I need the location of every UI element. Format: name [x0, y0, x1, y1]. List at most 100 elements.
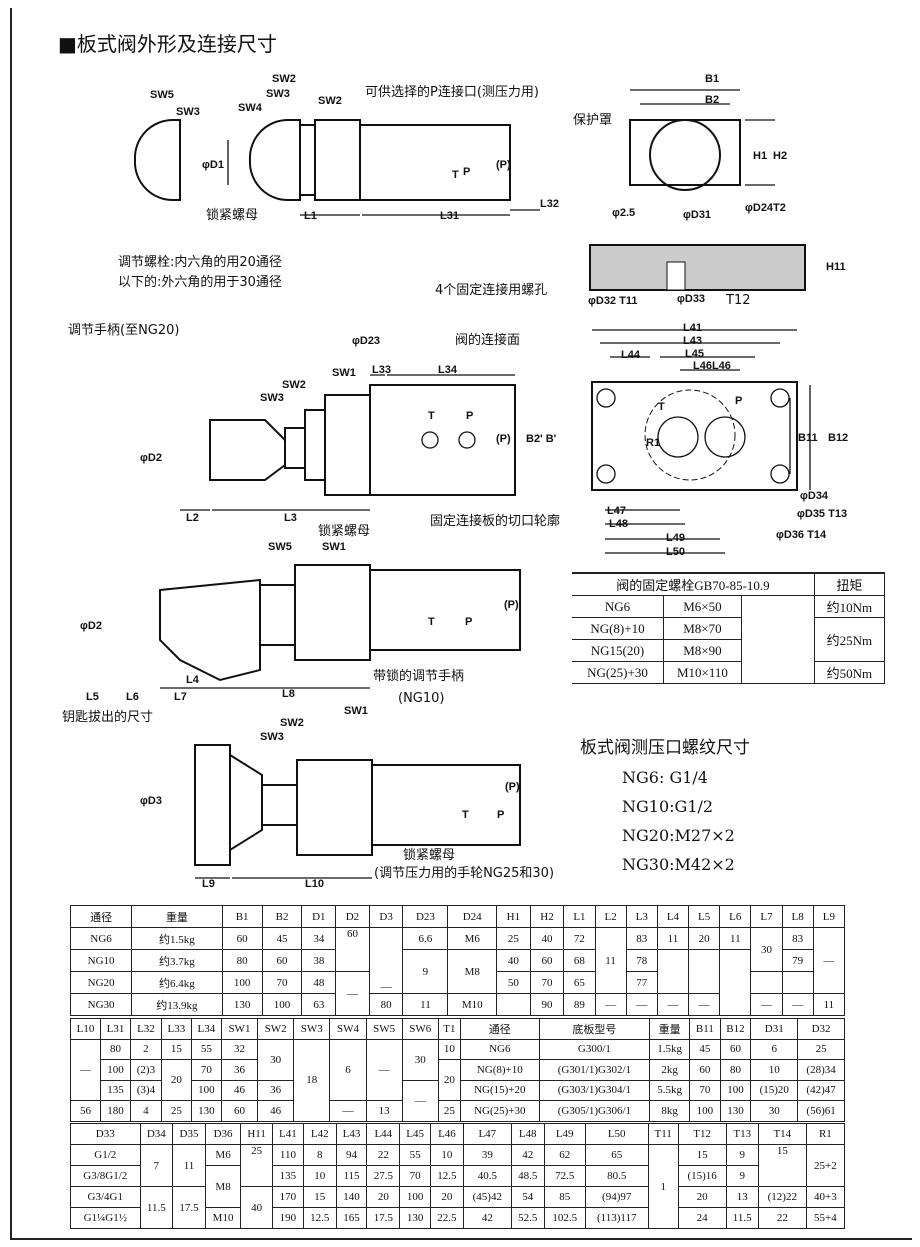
- table-cell: 100: [100, 1059, 131, 1081]
- label: L2: [186, 512, 199, 524]
- table-cell: 80: [221, 949, 263, 972]
- table-cell: 100: [261, 993, 303, 1016]
- table-cell: 68: [563, 949, 596, 972]
- label: φD3: [140, 795, 162, 807]
- cell: 约50Nm: [814, 661, 886, 684]
- column-header: L32: [130, 1018, 162, 1040]
- table-cell: G1/2: [70, 1144, 141, 1166]
- table-cell: 140: [335, 1186, 368, 1208]
- table-cell: 40: [529, 927, 565, 950]
- column-header: R1: [805, 1123, 846, 1145]
- table-cell: NG6: [69, 927, 133, 950]
- table-cell: 48.5: [510, 1165, 545, 1187]
- label: L33: [372, 364, 391, 376]
- label: (调节压力用的手轮NG25和30): [374, 865, 554, 881]
- table-cell: G3/4G1: [70, 1186, 141, 1208]
- column-header: L6: [719, 905, 752, 928]
- cell: NG(25)+30: [572, 661, 664, 684]
- table-cell: 12.5: [302, 1207, 337, 1229]
- valve-drawing-4: [194, 744, 521, 879]
- table-cell: 30: [401, 1038, 439, 1081]
- table-cell: G3/8G1/2: [70, 1165, 141, 1187]
- table-cell: 89: [563, 993, 596, 1016]
- table-cell: 77: [625, 971, 658, 994]
- label: 以下的:外六角的用于30通径: [118, 274, 282, 290]
- label: 钥匙拔出的尺寸: [62, 709, 153, 725]
- table-cell: NG30: [69, 993, 133, 1016]
- table-cell: 70: [529, 971, 565, 994]
- table-cell: 110: [272, 1144, 304, 1166]
- table-cell: 27.5: [366, 1165, 401, 1187]
- column-header: L46: [429, 1123, 464, 1145]
- table-cell: 9: [402, 949, 449, 994]
- table-cell: 100: [719, 1079, 752, 1101]
- table-cell: 20: [437, 1059, 461, 1101]
- label: (P): [504, 599, 519, 611]
- table-cell: 6: [750, 1038, 799, 1060]
- table-cell: 80: [368, 993, 404, 1016]
- column-header: D1: [301, 905, 337, 928]
- table-cell: 60: [529, 949, 565, 972]
- label: SW2: [272, 73, 296, 85]
- bolt-header: 阀的固定螺栓GB70-85-10.9: [572, 572, 815, 596]
- label: 保护罩: [573, 113, 612, 128]
- table-cell: [656, 949, 690, 994]
- table-cell: 70: [689, 1079, 721, 1101]
- table-cell: 20: [688, 927, 721, 950]
- label: B1: [705, 73, 719, 85]
- column-header: L31: [100, 1018, 131, 1040]
- table-cell: 55+4: [805, 1207, 846, 1229]
- table-cell: (G301/1)G302/1: [538, 1059, 651, 1081]
- column-header: L42: [302, 1123, 337, 1145]
- column-header: SW1: [220, 1018, 259, 1040]
- table-cell: 25: [240, 1144, 274, 1187]
- table-cell: 72: [563, 927, 596, 950]
- table-cell: 25: [797, 1038, 845, 1060]
- label: L47: [607, 505, 626, 517]
- table-cell: 36: [220, 1059, 259, 1081]
- label: (NG10): [398, 691, 444, 706]
- label: T: [658, 401, 665, 413]
- table-cell: (94)97: [584, 1186, 649, 1208]
- table-cell: 180: [100, 1100, 131, 1122]
- label: 锁紧螺母: [318, 523, 370, 539]
- label: (P): [496, 159, 511, 171]
- table-cell: 13: [365, 1100, 403, 1122]
- column-header: D24: [447, 905, 498, 928]
- table-cell: (G305/1)G306/1: [538, 1100, 651, 1122]
- table-cell: 102.5: [543, 1207, 586, 1229]
- table-cell: NG6: [459, 1038, 540, 1060]
- column-header: 重量: [649, 1018, 691, 1040]
- column-header: L1: [563, 905, 596, 928]
- label: T: [462, 809, 469, 821]
- table-cell: 62: [543, 1144, 586, 1166]
- column-header: L41: [272, 1123, 304, 1145]
- label: H11: [826, 261, 846, 273]
- table-cell: NG(8)+10: [459, 1059, 540, 1081]
- column-header: SW5: [365, 1018, 403, 1040]
- table-cell: (15)16: [677, 1165, 727, 1187]
- label: L49: [666, 532, 685, 544]
- table-cell: 11.5: [139, 1186, 174, 1229]
- table-cell: 30: [257, 1038, 295, 1081]
- column-header: T12: [677, 1123, 727, 1145]
- table-cell: [719, 949, 752, 1016]
- table-cell: —: [329, 1100, 367, 1122]
- table-cell: (42)47: [797, 1079, 845, 1101]
- table-cell: 11: [402, 993, 449, 1016]
- column-header: D35: [172, 1123, 206, 1145]
- label: P: [735, 395, 742, 407]
- table-cell: (12)22: [757, 1186, 807, 1208]
- table-cell: 60: [261, 949, 303, 972]
- table-cell: 60: [220, 1100, 259, 1122]
- table-cell: 50: [496, 971, 531, 994]
- table-cell: 15: [757, 1144, 807, 1187]
- table-cell: 30: [750, 927, 783, 972]
- table-cell: 5.5kg: [649, 1079, 691, 1101]
- column-header: L45: [399, 1123, 431, 1145]
